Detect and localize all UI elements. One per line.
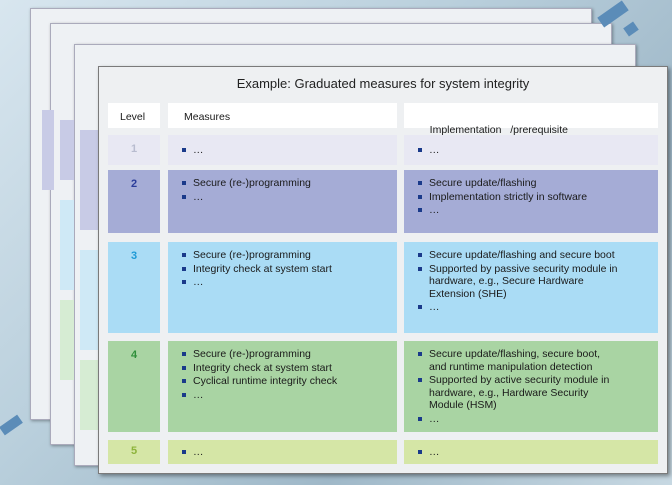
list-item: Supported by active security module in h… xyxy=(418,374,618,412)
list-item: Secure update/flashing xyxy=(418,177,658,190)
implementation-cell-5: … xyxy=(404,440,658,464)
level-number-2: 2 xyxy=(130,178,138,190)
background-strip-4 xyxy=(60,300,74,380)
background-strip-2 xyxy=(60,120,74,180)
list-item: … xyxy=(182,389,397,402)
list-item: Integrity check at system start xyxy=(182,362,397,375)
list-item: … xyxy=(182,191,397,204)
level-cell-1: 1 xyxy=(108,135,160,165)
implementation-list-1: … xyxy=(418,144,658,157)
implementation-list-4: Secure update/flashing, secure boot, and… xyxy=(418,348,618,425)
list-item: Secure (re-)programming xyxy=(182,348,397,361)
list-item: Secure update/flashing, secure boot, and… xyxy=(418,348,618,373)
list-item: Secure (re-)programming xyxy=(182,177,397,190)
header-implementation: Implementation /prerequisite xyxy=(404,103,658,136)
decorative-chip-1 xyxy=(597,0,629,28)
list-item: … xyxy=(182,276,397,289)
header-level: Level xyxy=(108,103,160,128)
background-strip-3 xyxy=(60,200,74,290)
measures-list-3: Secure (re-)programming Integrity check … xyxy=(182,249,397,289)
measures-list-2: Secure (re-)programming … xyxy=(182,177,397,203)
implementation-cell-4: Secure update/flashing, secure boot, and… xyxy=(404,341,658,432)
measures-cell-1: … xyxy=(168,135,397,165)
level-cell-4: 4 xyxy=(108,341,160,432)
decorative-chip-3 xyxy=(0,414,23,436)
list-item: … xyxy=(418,144,658,157)
list-item: Cyclical runtime integrity check xyxy=(182,375,397,388)
implementation-list-3: Secure update/flashing and secure boot S… xyxy=(418,249,618,314)
list-item: Secure (re-)programming xyxy=(182,249,397,262)
measures-cell-4: Secure (re-)programming Integrity check … xyxy=(168,341,397,432)
header-implementation-label: Implementation /prerequisite xyxy=(429,123,568,136)
decorative-chip-2 xyxy=(623,21,639,37)
header-measures-label: Measures xyxy=(184,111,231,123)
background-strip-5 xyxy=(80,130,98,230)
header-level-label: Level xyxy=(120,111,146,123)
measures-cell-2: Secure (re-)programming … xyxy=(168,170,397,233)
measures-table-card: Example: Graduated measures for system i… xyxy=(98,66,668,474)
level-cell-3: 3 xyxy=(108,242,160,333)
measures-list-4: Secure (re-)programming Integrity check … xyxy=(182,348,397,401)
implementation-cell-1: … xyxy=(404,135,658,165)
list-item: … xyxy=(418,204,658,217)
measures-list-5: … xyxy=(182,446,397,459)
measures-cell-3: Secure (re-)programming Integrity check … xyxy=(168,242,397,333)
implementation-list-5: … xyxy=(418,446,658,459)
list-item: Implementation strictly in software xyxy=(418,191,658,204)
background-strip-6 xyxy=(80,250,98,350)
background-strip-1 xyxy=(42,110,54,190)
background-strip-7 xyxy=(80,360,98,430)
implementation-cell-2: Secure update/flashing Implementation st… xyxy=(404,170,658,233)
header-measures: Measures xyxy=(168,103,397,128)
implementation-list-2: Secure update/flashing Implementation st… xyxy=(418,177,658,217)
level-number-4: 4 xyxy=(130,349,138,361)
list-item: … xyxy=(418,301,618,314)
measures-cell-5: … xyxy=(168,440,397,464)
level-number-3: 3 xyxy=(130,250,138,262)
level-cell-5: 5 xyxy=(108,440,160,464)
level-number-5: 5 xyxy=(130,445,138,457)
list-item: … xyxy=(182,144,397,157)
list-item: Supported by passive security module in … xyxy=(418,263,618,301)
table-title: Example: Graduated measures for system i… xyxy=(236,76,530,91)
list-item: … xyxy=(182,446,397,459)
list-item: Integrity check at system start xyxy=(182,263,397,276)
implementation-cell-3: Secure update/flashing and secure boot S… xyxy=(404,242,658,333)
level-number-1: 1 xyxy=(130,143,138,155)
measures-list-1: … xyxy=(182,144,397,157)
list-item: … xyxy=(418,446,658,459)
list-item: … xyxy=(418,413,618,426)
list-item: Secure update/flashing and secure boot xyxy=(418,249,618,262)
level-cell-2: 2 xyxy=(108,170,160,233)
